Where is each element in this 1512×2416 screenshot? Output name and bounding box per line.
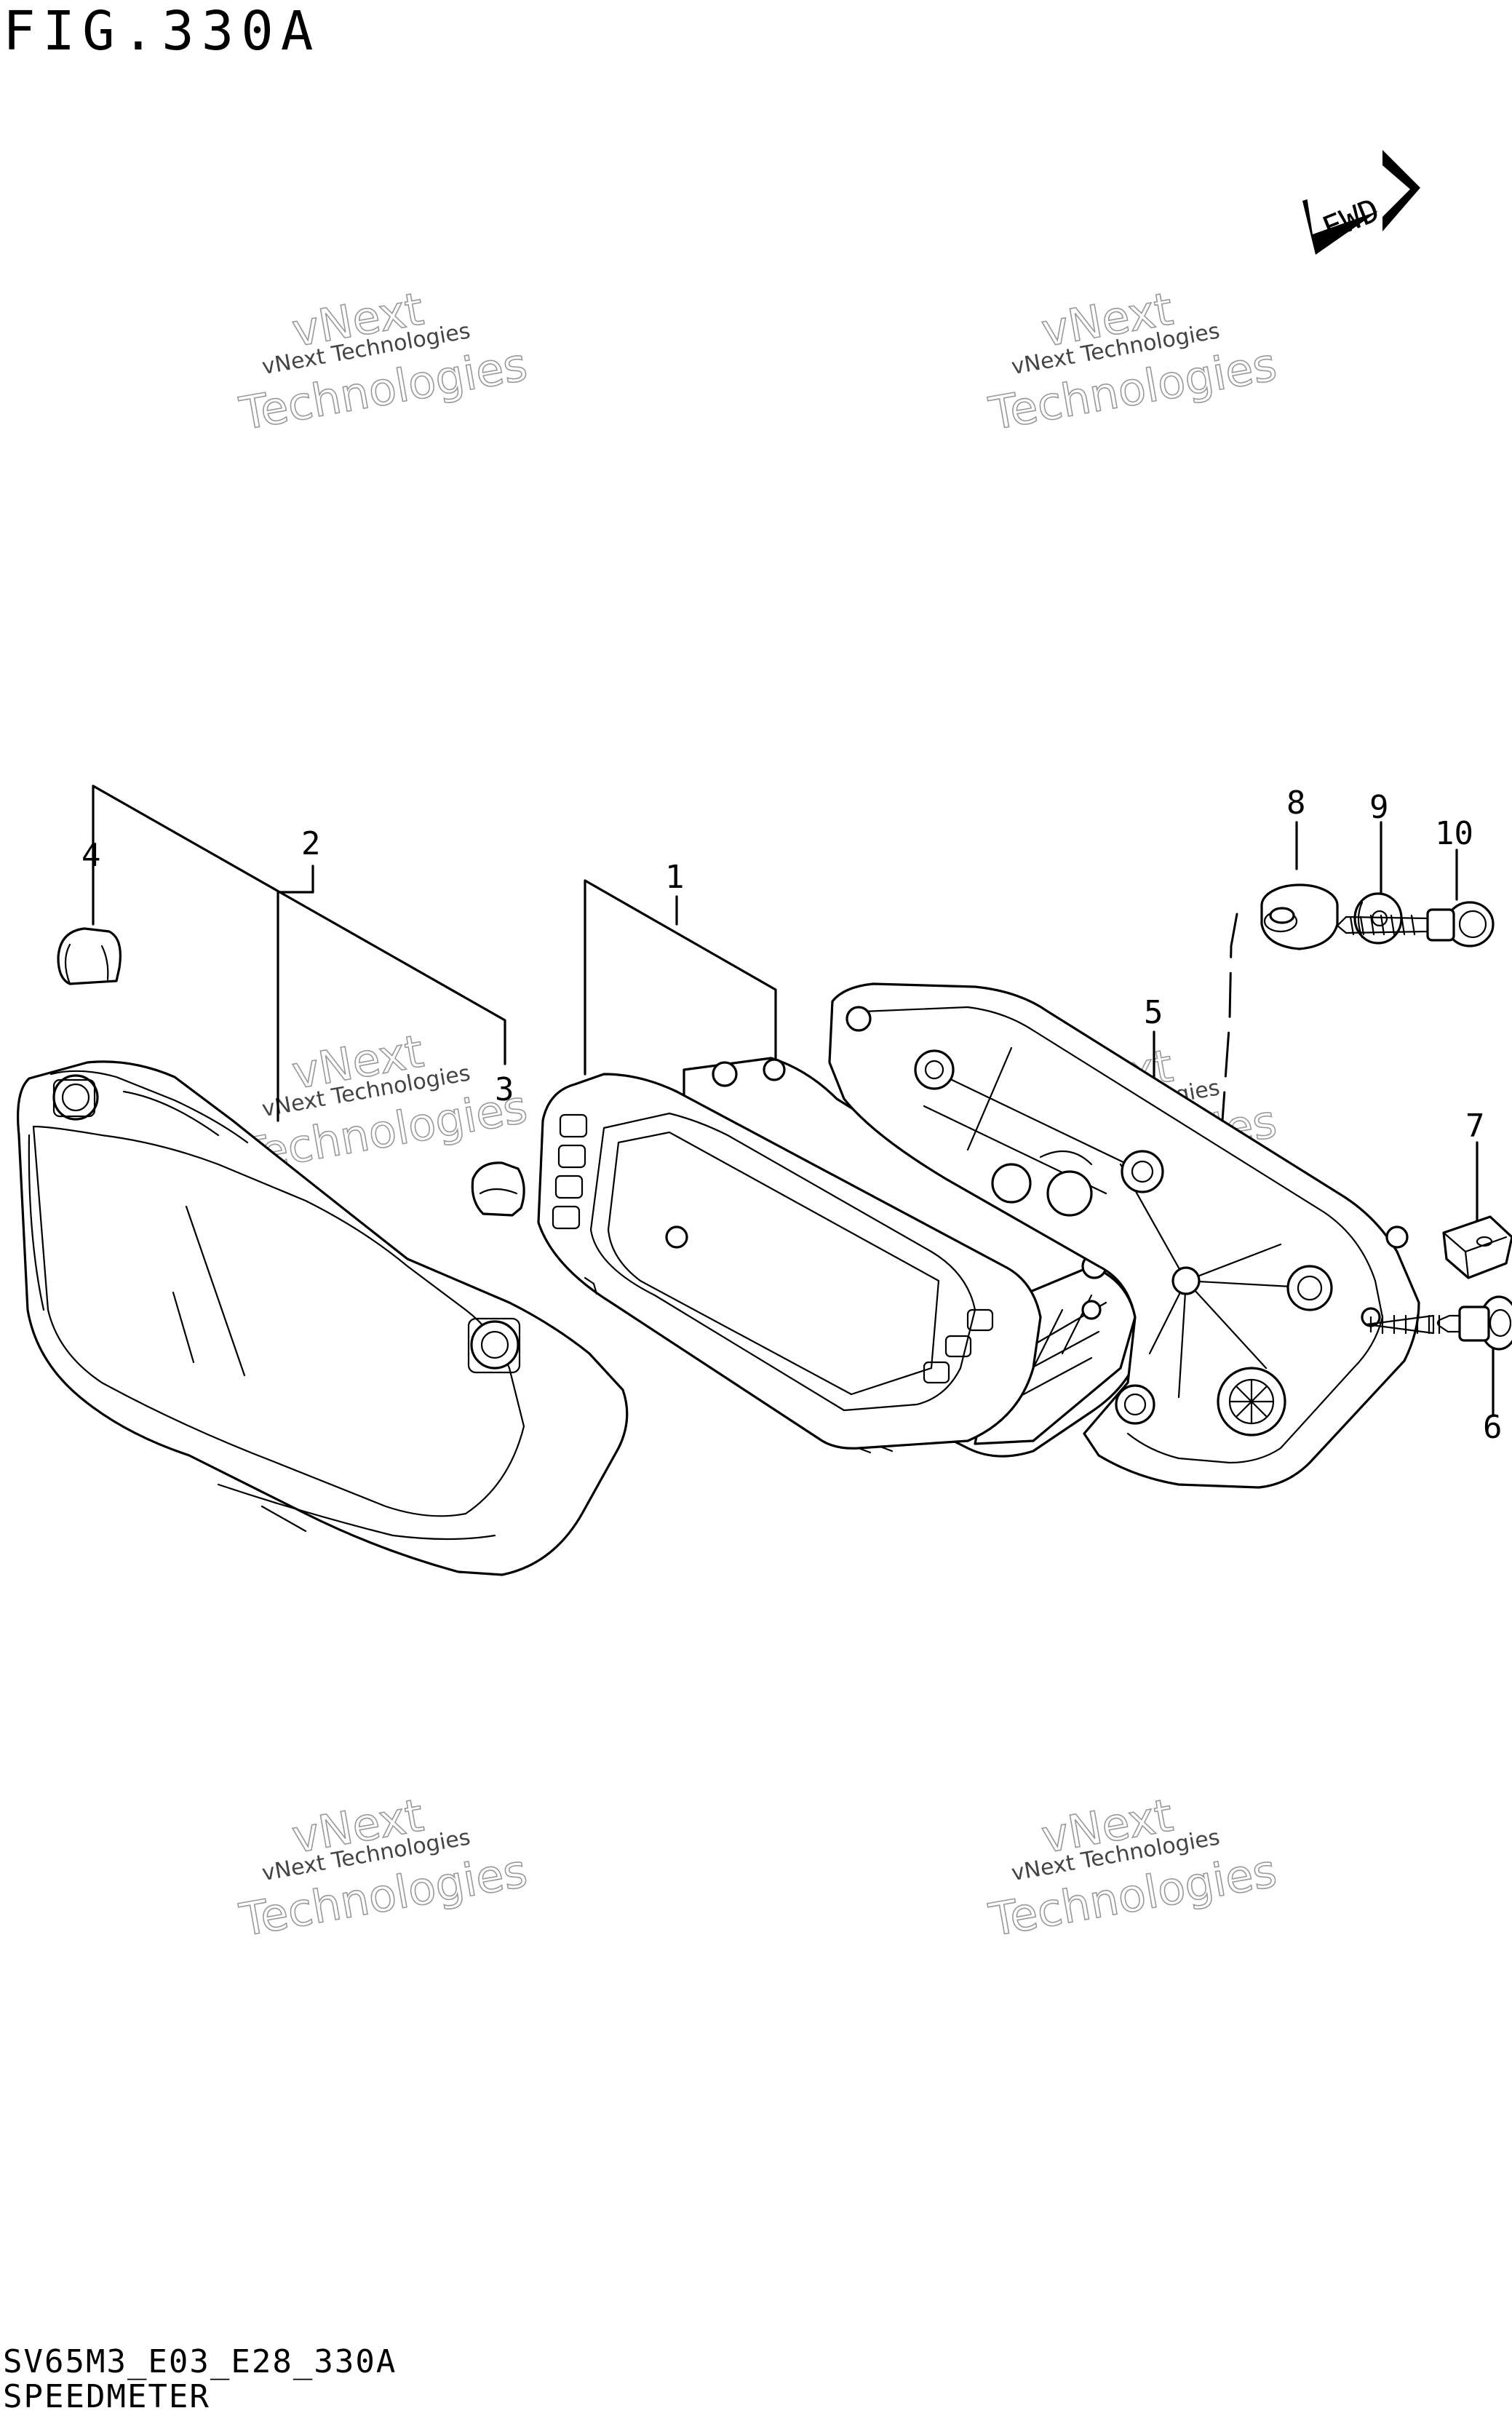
watermark-bottom-right: vNext vNext Technologies Technologies [984, 1788, 1281, 1947]
figure-name: SPEEDMETER [3, 2378, 210, 2415]
part-10-screw [1336, 901, 1495, 947]
callout-1: 1 [665, 859, 685, 896]
callout-9: 9 [1369, 789, 1389, 826]
callout-10: 10 [1435, 815, 1473, 852]
watermark-top-left: vNext vNext Technologies Technologies [235, 282, 531, 441]
callout-4: 4 [81, 837, 101, 874]
callout-2: 2 [301, 825, 321, 862]
callout-7: 7 [1465, 1108, 1485, 1145]
watermark-bottom-left: vNext vNext Technologies Technologies [235, 1788, 531, 1947]
part-3-cap [471, 1161, 525, 1217]
figure-code: SV65M3_E03_E28_330A [3, 2343, 397, 2380]
callout-5: 5 [1144, 994, 1163, 1031]
leader-lines [92, 784, 1495, 1416]
watermark-top-right: vNext vNext Technologies Technologies [984, 282, 1281, 441]
part-8-grommet [1260, 883, 1339, 950]
part-4-cap [57, 927, 122, 985]
part-2-meter-cover [17, 1060, 629, 1576]
callout-6: 6 [1483, 1409, 1503, 1446]
part-1-meter-assembly [537, 1057, 1144, 1458]
figure-title: FIG.330A [3, 0, 321, 63]
part-6-screw [1365, 1295, 1512, 1351]
fwd-arrow-icon: FWD [1302, 150, 1420, 255]
part-7-clip-nut [1442, 1215, 1512, 1279]
callout-8: 8 [1286, 784, 1306, 822]
callout-3: 3 [495, 1071, 514, 1108]
